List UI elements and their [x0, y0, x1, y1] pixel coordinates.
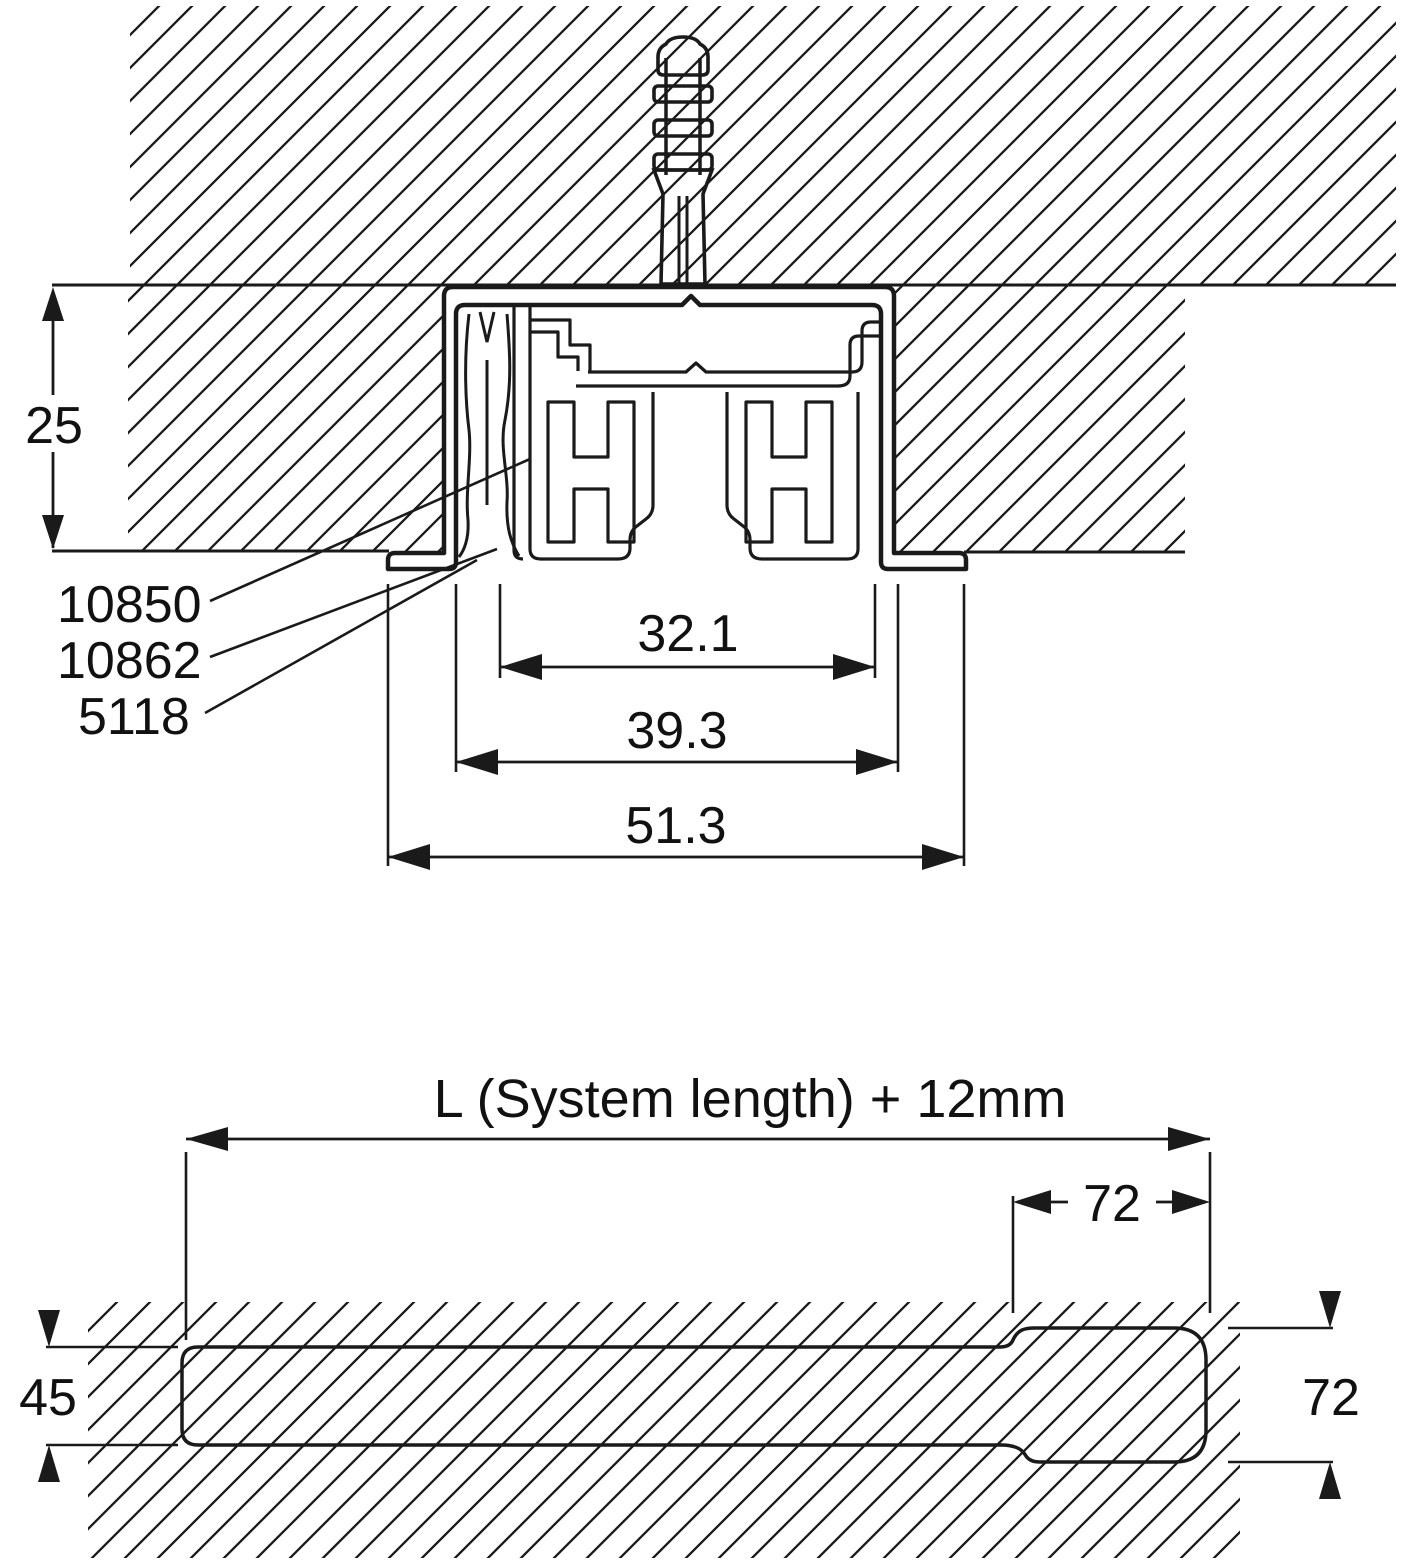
arrowhead-right	[1172, 1190, 1210, 1214]
dimension-end-recess-width: 72	[1011, 1175, 1210, 1313]
arrowhead-down	[38, 1310, 60, 1347]
chamber-divider-bottom	[576, 334, 881, 388]
z-step-upper	[531, 318, 592, 371]
ceiling-hatch-left-block	[128, 285, 443, 551]
dim-value-72-top: 72	[1083, 1175, 1141, 1233]
extension-lines	[46, 1345, 178, 1447]
track-h-slot-right	[744, 400, 834, 544]
wall-anchor	[651, 35, 715, 286]
clip-fork	[478, 311, 496, 343]
extension-lines	[386, 584, 966, 866]
track-right-half	[725, 392, 860, 561]
arrowhead-left	[388, 844, 430, 870]
chamber-divider-top	[588, 320, 881, 374]
dim-value-length: L (System length) + 12mm	[434, 1069, 1067, 1129]
ceiling-hatch-plan	[88, 1302, 1240, 1558]
clip-left-edge	[457, 313, 472, 558]
arrowhead-left	[1013, 1190, 1051, 1214]
dimension-depth-25: 25	[25, 287, 83, 549]
arrowhead-right	[833, 654, 875, 680]
arrowhead-left	[500, 654, 542, 680]
arrowhead-up	[38, 1445, 60, 1482]
anchor-rib	[652, 118, 714, 138]
part-leader-lines	[204, 457, 531, 715]
z-step-lower	[531, 330, 580, 371]
profile-inner-webs	[512, 305, 881, 561]
dim-value-32-1: 32.1	[637, 605, 738, 663]
arrowhead-up	[1319, 1462, 1341, 1499]
inner-running-track	[528, 305, 860, 561]
dimension-system-length: L (System length) + 12mm	[184, 1069, 1212, 1340]
ceiling-hatch-right-block	[895, 285, 1185, 552]
dim-value-72-right: 72	[1302, 1369, 1360, 1427]
arrowhead-right	[856, 749, 898, 775]
plan-view-figure: L (System length) + 12mm 72 45 72	[19, 1069, 1360, 1558]
arrowhead-left	[186, 1127, 228, 1151]
dim-value-45: 45	[19, 1369, 77, 1427]
arrowhead-down	[42, 515, 64, 549]
arrowhead-right	[1168, 1127, 1210, 1151]
dimension-end-recess-height: 72	[1228, 1291, 1360, 1499]
clip-chamber-web	[512, 305, 524, 561]
anchor-cap	[656, 35, 710, 77]
clip-right-edge	[501, 313, 521, 557]
outer-channel-profile	[385, 284, 969, 572]
dim-value: 25	[25, 397, 83, 455]
extension-lines	[184, 1152, 1212, 1340]
extension-lines	[1228, 1326, 1333, 1464]
arrowhead-right	[922, 844, 964, 870]
dim-value-51-3: 51.3	[625, 797, 726, 855]
anchor-rib	[652, 84, 714, 104]
arrowhead-down	[1319, 1291, 1341, 1328]
part-label-5118: 5118	[78, 688, 190, 746]
cross-section-figure: 10850 10862 5118 25 32.1 39.3 51.3	[25, 6, 1396, 870]
ceiling-slot-cutout	[180, 1326, 1208, 1464]
track-left-half	[528, 305, 655, 561]
dim-value-39-3: 39.3	[626, 702, 727, 760]
dimension-slot-width-45: 45	[19, 1310, 178, 1482]
part-label-10862: 10862	[57, 632, 202, 690]
dimension-widths: 32.1 39.3 51.3	[386, 584, 966, 870]
arrowhead-up	[42, 287, 64, 321]
part-label-10850: 10850	[57, 576, 202, 634]
suspension-clip	[457, 311, 521, 558]
anchor-shank	[651, 168, 715, 286]
arrowhead-left	[456, 749, 498, 775]
anchor-expansion-split	[677, 196, 689, 283]
ceiling-hatch-upper-band	[130, 6, 1396, 285]
track-h-slot-left	[546, 400, 636, 544]
